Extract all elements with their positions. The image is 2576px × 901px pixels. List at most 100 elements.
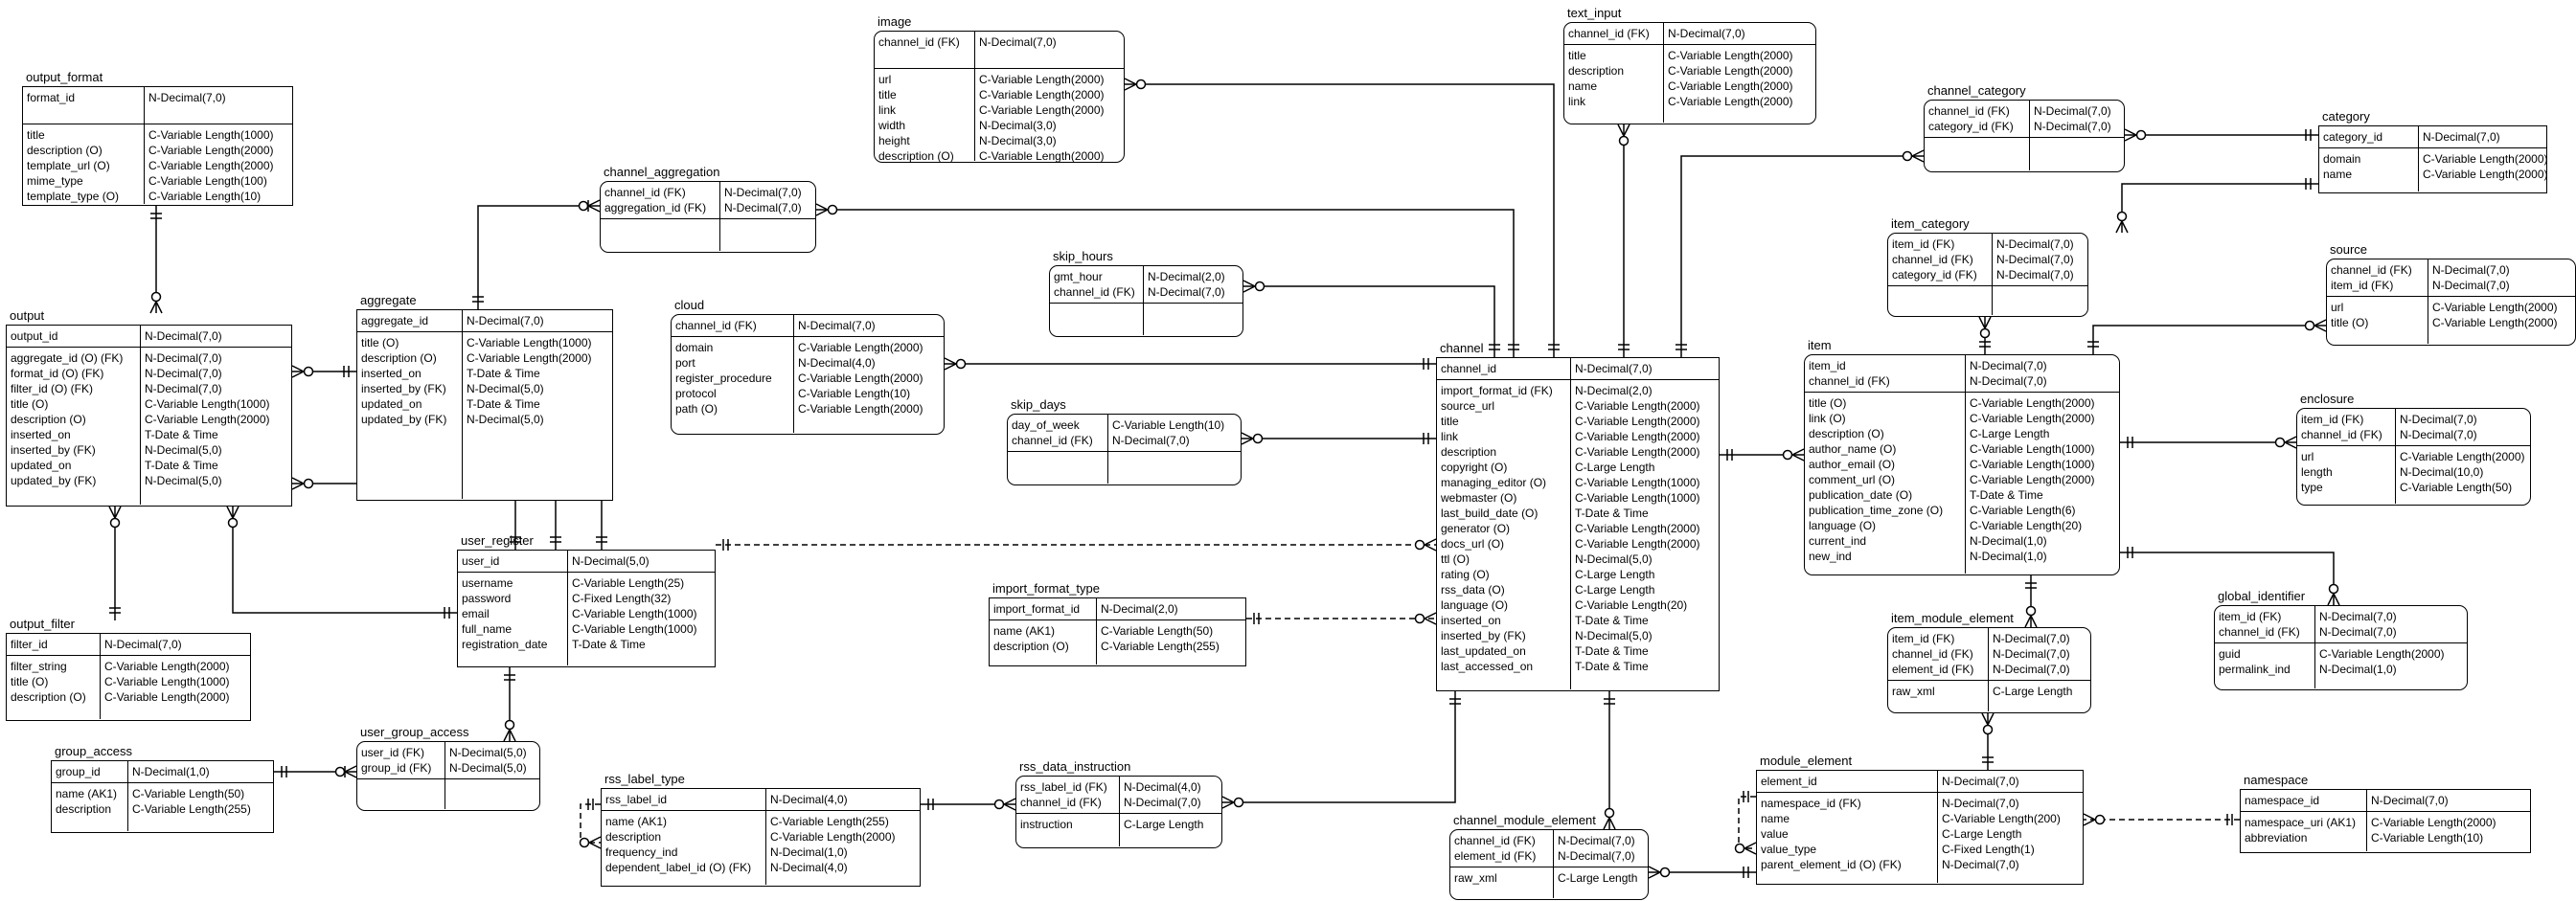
key-name: channel_id (FK): [1892, 647, 1973, 661]
attribute-name: raw_xml: [1892, 685, 1935, 698]
primary-key-section: item_id (FK)channel_id (FK)element_id (F…: [1888, 628, 2090, 681]
type-column: [720, 219, 815, 251]
type-column: N-Decimal(7,0): [794, 315, 944, 336]
key-name: namespace_id: [2245, 794, 2320, 807]
attribute-name: port: [675, 356, 695, 370]
attribute-name: guid: [2219, 647, 2241, 661]
attribute-type: C-Variable Length(2000): [145, 413, 270, 426]
attribute-type: C-Variable Length(2000): [1575, 430, 1700, 443]
key-name: channel_id (FK): [878, 35, 960, 49]
key-type: N-Decimal(7,0): [2034, 104, 2111, 118]
name-column: name (AK1)description: [52, 783, 128, 831]
relationship-line: [2083, 813, 2240, 826]
key-type: N-Decimal(7,0): [2034, 120, 2111, 133]
relationship-line: [1242, 280, 1500, 357]
attribute-name: title (O): [11, 675, 49, 688]
name-column: [1008, 452, 1108, 484]
type-column: N-Decimal(7,0)N-Decimal(7,0): [2315, 606, 2467, 642]
key-type: N-Decimal(7,0): [1993, 663, 2070, 676]
attribute-name: last_accessed_on: [1441, 660, 1534, 673]
relationship-line: [1617, 124, 1630, 357]
attribute-name: format_id (O) (FK): [11, 367, 104, 380]
entity-title: group_access: [55, 744, 132, 758]
attribute-type: C-Variable Length(10): [798, 387, 911, 400]
attribute-type: C-Variable Length(2000): [104, 660, 230, 673]
relationship-line: [815, 203, 1519, 357]
attribute-name: domain: [2323, 152, 2361, 166]
name-column: user_id (FK)group_id (FK): [357, 742, 445, 778]
attribute-name: filter_id (O) (FK): [11, 382, 94, 395]
type-column: N-Decimal(7,0)N-Decimal(7,0): [2396, 409, 2530, 445]
attribute-type: C-Fixed Length(1): [1942, 843, 2035, 856]
attribute-name: publication_date (O): [1809, 488, 1913, 502]
type-column: N-Decimal(7,0)N-Decimal(7,0)N-Decimal(7,…: [1993, 234, 2087, 285]
type-column: N-Decimal(5,0)N-Decimal(5,0): [445, 742, 539, 778]
attribute-name: author_email (O): [1809, 458, 1896, 471]
attribute-type: N-Decimal(4,0): [770, 861, 848, 874]
entity-box: channel_id (FK)item_id (FK)N-Decimal(7,0…: [2326, 259, 2576, 346]
primary-key-section: item_id (FK)channel_id (FK)N-Decimal(7,0…: [2297, 409, 2530, 446]
attribute-type: C-Variable Length(2000): [148, 159, 274, 172]
attribute-type: N-Decimal(1,0): [1970, 534, 2047, 548]
relationship-line: [1648, 866, 1756, 879]
attribute-name: description: [56, 802, 112, 816]
key-name: channel_id (FK): [1928, 104, 2010, 118]
primary-key-section: channel_id (FK)aggregation_id (FK)N-Deci…: [601, 182, 815, 219]
attribute-name: description (O): [11, 690, 86, 704]
type-column: C-Variable Length(25)C-Fixed Length(32)C…: [568, 573, 715, 665]
attribute-name: raw_xml: [1454, 871, 1497, 885]
relationship-line: [2124, 128, 2318, 142]
primary-key-section: user_id (FK)group_id (FK)N-Decimal(5,0)N…: [357, 742, 539, 779]
attribute-name: link: [1568, 95, 1586, 108]
type-column: N-Decimal(4,0): [766, 789, 920, 810]
type-column: N-Decimal(7,0): [1571, 358, 1719, 379]
key-type: N-Decimal(7,0): [979, 35, 1057, 49]
key-name: item_id (FK): [1892, 632, 1955, 645]
type-column: [2030, 138, 2124, 170]
attribute-type: T-Date & Time: [145, 459, 218, 472]
attribute-name: title (O): [1809, 396, 1847, 410]
key-type: N-Decimal(7,0): [1996, 268, 2074, 282]
attribute-type: N-Decimal(5,0): [1575, 552, 1653, 566]
attribute-type: N-Decimal(3,0): [979, 119, 1057, 132]
entity-title: channel_category: [1927, 83, 2026, 98]
key-name: category_id: [2323, 130, 2383, 144]
entity-title: output_format: [26, 70, 103, 84]
attribute-name: value_type: [1761, 843, 1817, 856]
attribute-name: url: [2301, 450, 2314, 463]
primary-key-section: channel_id (FK)N-Decimal(7,0): [1564, 23, 1815, 45]
name-column: rss_label_id: [602, 789, 766, 810]
name-column: title (O)link (O)description (O)author_n…: [1805, 393, 1966, 574]
attribute-name: managing_editor (O): [1441, 476, 1547, 489]
attribute-type: N-Decimal(2,0): [1575, 384, 1653, 397]
relationship-line: [1734, 791, 1757, 855]
entity-title: item_module_element: [1891, 611, 2014, 625]
entity-title: channel_module_element: [1453, 813, 1596, 827]
type-column: [1144, 304, 1242, 335]
entity-title: output_filter: [10, 617, 75, 631]
relationship-line: [1246, 612, 1437, 625]
type-column: C-Variable Length(1000)C-Variable Length…: [145, 124, 292, 204]
